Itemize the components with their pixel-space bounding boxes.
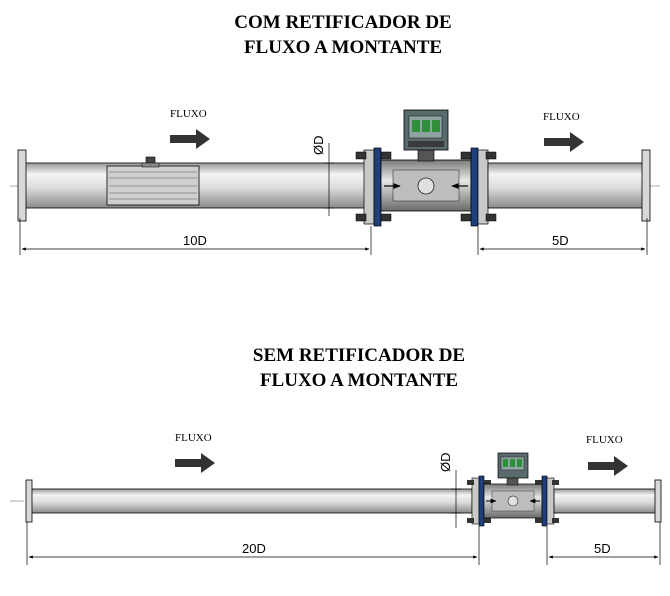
flow-label-upstream: FLUXO bbox=[175, 432, 212, 444]
diameter-label: ØD bbox=[438, 453, 453, 473]
upstream-length-dimension: 20D bbox=[26, 522, 480, 565]
title-line-2: FLUXO A MONTANTE bbox=[259, 370, 459, 391]
downstream-pipe bbox=[487, 162, 647, 209]
flow-arrow-icon bbox=[175, 453, 215, 473]
end-flange-left bbox=[25, 479, 33, 523]
upstream-pipe bbox=[29, 488, 473, 514]
turbine-meter bbox=[483, 452, 543, 519]
downstream-length-label: 5D bbox=[552, 233, 569, 248]
flow-label-upstream: FLUXO bbox=[170, 108, 207, 120]
title-line-1: COM RETIFICADOR DE bbox=[234, 12, 452, 33]
downstream-length-label: 5D bbox=[594, 541, 611, 556]
diameter-label: ØD bbox=[311, 136, 326, 156]
flow-straightener bbox=[106, 156, 200, 206]
upstream-length-label: 10D bbox=[183, 233, 207, 248]
upstream-flange bbox=[355, 147, 392, 227]
flow-arrow-icon bbox=[588, 456, 628, 476]
downstream-flange bbox=[460, 147, 497, 227]
turbine-meter bbox=[380, 109, 472, 212]
flow-arrow-icon bbox=[170, 129, 210, 149]
end-flange-left bbox=[17, 149, 27, 222]
diagram-title-without-straightener: SEM RETIFICADOR DE FLUXO A MONTANTE bbox=[24, 343, 670, 393]
end-flange-right bbox=[654, 479, 662, 523]
diagram-title-with-straightener: COM RETIFICADOR DE FLUXO A MONTANTE bbox=[8, 10, 670, 60]
title-line-1: SEM RETIFICADOR DE bbox=[252, 345, 466, 366]
flow-arrow-icon bbox=[544, 132, 584, 152]
downstream-length-dimension: 5D bbox=[477, 218, 648, 255]
diagram-without-straightener: FLUXO FLUXO ØD 20D 5D bbox=[10, 432, 662, 565]
upstream-length-dimension: 10D bbox=[19, 218, 372, 255]
flow-label-downstream: FLUXO bbox=[543, 111, 580, 123]
downstream-pipe bbox=[553, 488, 659, 514]
end-flange-right bbox=[641, 149, 651, 222]
upstream-length-label: 20D bbox=[242, 541, 266, 556]
flow-label-downstream: FLUXO bbox=[586, 434, 623, 446]
downstream-length-dimension: 5D bbox=[546, 522, 661, 565]
diagram-with-straightener: FLUXO FLUXO ØD 10D 5D bbox=[10, 108, 660, 255]
title-line-2: FLUXO A MONTANTE bbox=[243, 37, 443, 58]
